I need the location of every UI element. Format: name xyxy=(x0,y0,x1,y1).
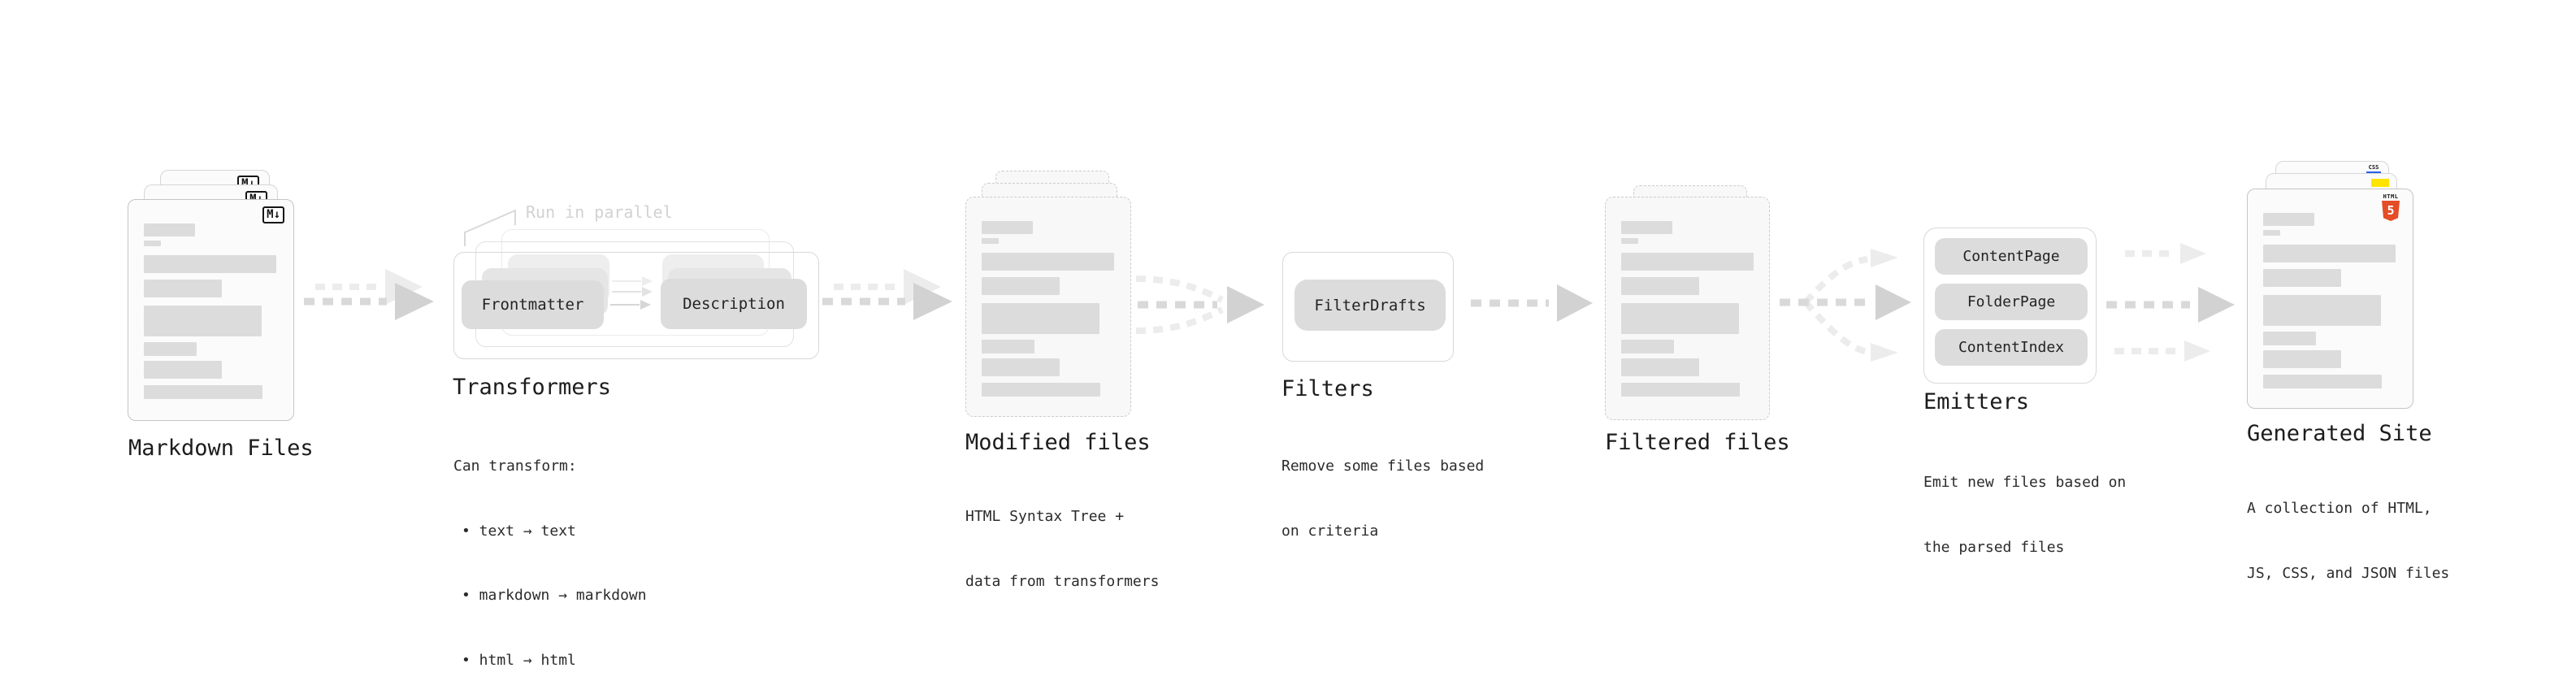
generated-site-label: Generated Site xyxy=(2247,421,2432,446)
doc-content-bar xyxy=(2263,375,2382,388)
filters-box: FilterDrafts xyxy=(1282,252,1454,362)
modified-doc-front xyxy=(965,197,1131,417)
markdown-doc-front: M↓ xyxy=(128,199,294,421)
arrow-emitters-to-generated xyxy=(2106,243,2235,362)
doc-content-bar xyxy=(982,277,1060,295)
folder-page-pill: FolderPage xyxy=(1935,284,2088,320)
modified-files-description: HTML Syntax Tree + data from transformer… xyxy=(965,463,1159,635)
doc-content-bar xyxy=(2263,213,2314,226)
generated-site-description: A collection of HTML, JS, CSS, and JSON … xyxy=(2247,455,2449,627)
doc-content-bar xyxy=(144,255,276,273)
frontmatter-pill: Frontmatter xyxy=(462,280,604,329)
doc-content-bar xyxy=(1621,303,1739,334)
doc-content-bar xyxy=(982,383,1100,397)
doc-content-bar xyxy=(1621,383,1740,397)
doc-content-bar xyxy=(1621,221,1672,234)
description-line: HTML Syntax Tree + xyxy=(965,508,1125,525)
transformers-stack: Frontmatter Description xyxy=(453,229,819,359)
doc-content-bar xyxy=(982,221,1033,234)
css-icon: CSS xyxy=(2366,165,2381,174)
doc-content-bar xyxy=(144,342,197,356)
markdown-icon: M↓ xyxy=(262,206,284,223)
description-line: Remove some files based xyxy=(1281,458,1485,475)
markdown-files-label: Markdown Files xyxy=(128,436,314,461)
arrow-filters-to-filtered xyxy=(1471,284,1593,322)
description-line: A collection of HTML, xyxy=(2247,500,2432,517)
filters-description: Remove some files based on criteria xyxy=(1281,413,1484,585)
doc-content-bar xyxy=(982,358,1060,376)
transformers-description: Can transform: • text → text • markdown … xyxy=(453,413,647,681)
doc-content-bar xyxy=(144,223,195,236)
parallel-arrow-icon xyxy=(612,287,653,297)
doc-content-bar xyxy=(1621,277,1699,295)
arrow-markdown-to-transformers xyxy=(304,269,434,320)
callout-connector-line xyxy=(464,209,516,246)
emitters-box: ContentPage FolderPage ContentIndex xyxy=(1923,228,2097,384)
doc-content-bar xyxy=(144,306,262,336)
transformers-bullet: • markdown → markdown xyxy=(462,587,647,604)
description-line: JS, CSS, and JSON files xyxy=(2247,564,2450,582)
run-in-parallel-callout: Run in parallel xyxy=(526,202,673,222)
description-line: data from transformers xyxy=(965,572,1160,590)
description-line: on criteria xyxy=(1281,522,1379,540)
arrow-filtered-to-emitters xyxy=(1780,249,1911,362)
emitters-label: Emitters xyxy=(1923,389,2030,414)
doc-content-bar xyxy=(1621,253,1754,271)
content-page-pill: ContentPage xyxy=(1935,238,2088,275)
transformers-bullet: • text → text xyxy=(462,522,576,540)
doc-content-bar xyxy=(2263,230,2280,236)
doc-content-bar xyxy=(2263,269,2341,287)
filtered-doc-front xyxy=(1605,197,1770,420)
doc-content-bar xyxy=(2263,245,2396,262)
css-icon-underline xyxy=(2366,171,2381,174)
arrow-modified-to-filters xyxy=(1135,275,1264,334)
doc-content-placeholder xyxy=(982,221,1118,397)
doc-content-placeholder xyxy=(144,223,281,399)
description-line: Emit new files based on xyxy=(1923,474,2127,491)
doc-content-bar xyxy=(2263,332,2316,345)
emitters-description: Emit new files based on the parsed files xyxy=(1923,429,2126,601)
description-line: the parsed files xyxy=(1923,538,2065,556)
doc-content-bar xyxy=(144,280,222,297)
html5-icon-shield: 5 xyxy=(2382,201,2400,221)
filter-drafts-pill: FilterDrafts xyxy=(1295,280,1446,331)
transformers-bullet: • html → html xyxy=(462,651,576,669)
filtered-files-stack xyxy=(1605,185,1770,420)
doc-content-bar xyxy=(982,238,999,244)
doc-content-placeholder xyxy=(1621,221,1757,397)
doc-content-bar xyxy=(2263,350,2341,368)
css-icon-text: CSS xyxy=(2368,164,2379,171)
content-index-pill: ContentIndex xyxy=(1935,329,2088,366)
modified-files-label: Modified files xyxy=(965,430,1151,455)
doc-content-bar xyxy=(1621,358,1699,376)
doc-content-bar xyxy=(1621,238,1638,244)
transformer-frame-front xyxy=(453,252,819,359)
parallel-arrow-icon xyxy=(612,276,653,286)
doc-content-bar xyxy=(144,241,161,246)
transformers-sub-title: Can transform: xyxy=(453,458,577,475)
arrow-transformers-to-modified xyxy=(822,269,952,320)
transformers-label: Transformers xyxy=(453,375,612,400)
doc-content-bar xyxy=(144,361,222,379)
doc-content-bar xyxy=(982,303,1099,334)
filtered-files-label: Filtered files xyxy=(1605,430,1790,455)
html5-icon: HTML 5 xyxy=(2381,193,2400,221)
doc-content-bar xyxy=(1621,340,1674,354)
js-icon xyxy=(2371,179,2389,187)
generated-site-stack: CSS HTML 5 xyxy=(2247,161,2413,409)
doc-content-bar xyxy=(982,340,1034,354)
html5-icon-text: HTML xyxy=(2383,193,2399,200)
modified-files-stack xyxy=(965,171,1131,417)
parallel-arrow-icon xyxy=(610,300,651,310)
filters-label: Filters xyxy=(1281,376,1374,401)
description-pill: Description xyxy=(661,279,807,329)
generated-doc-html: HTML 5 xyxy=(2247,189,2413,409)
doc-content-placeholder xyxy=(2263,213,2400,388)
doc-content-bar xyxy=(2263,295,2381,326)
doc-content-bar xyxy=(144,385,262,399)
markdown-files-stack: M↓ M↓ M↓ xyxy=(128,170,294,421)
doc-content-bar xyxy=(982,253,1114,271)
